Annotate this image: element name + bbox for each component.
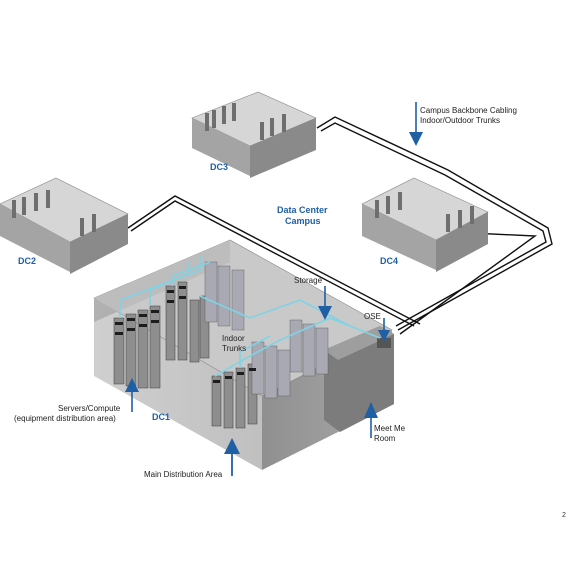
campus-trunks-label: Indoor/Outdoor Trunks: [420, 116, 500, 126]
page-number: 2: [562, 512, 566, 519]
dc3-label: DC3: [210, 162, 228, 172]
ose-label: OSE: [364, 312, 381, 322]
indoor-trunks-label-line1: Indoor: [222, 334, 245, 344]
campus-title-line2: Campus: [285, 216, 321, 226]
meet-me-label-line1: Meet Me: [374, 424, 405, 434]
servers-label-line2: (equipment distribution area): [14, 414, 116, 424]
meet-me-label-line2: Room: [374, 434, 395, 444]
dc4-label: DC4: [380, 256, 398, 266]
storage-label: Storage: [294, 276, 322, 286]
dc1-label: DC1: [152, 412, 170, 422]
indoor-trunks-label-line2: Trunks: [222, 344, 246, 354]
campus-backbone-label: Campus Backbone Cabling: [420, 106, 517, 116]
main-distribution-label: Main Distribution Area: [144, 470, 222, 480]
dc2-label: DC2: [18, 256, 36, 266]
campus-title-line1: Data Center: [277, 205, 328, 215]
servers-label-line1: Servers/Compute: [58, 404, 120, 414]
